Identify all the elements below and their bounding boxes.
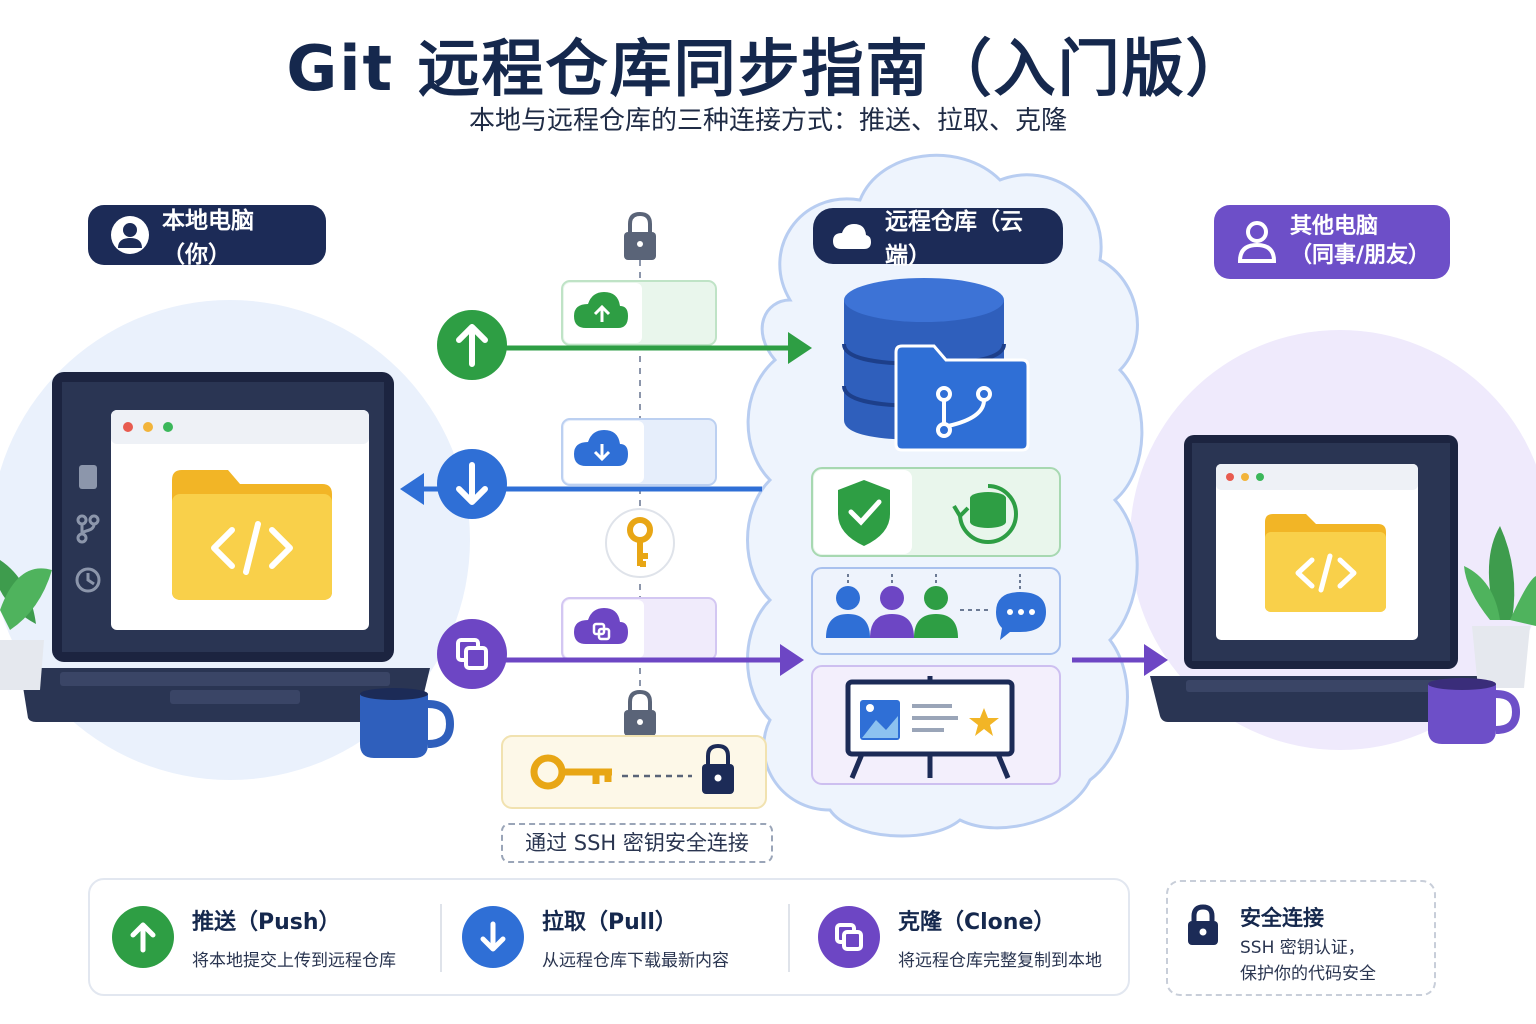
legend-push-title: 推送（Push） [192,909,341,935]
cloud-upload-icon [574,292,628,328]
golden-key-icon [530,754,612,790]
database-sync-icon [952,484,1018,544]
arrow-down-icon [462,906,524,968]
pull-row [400,418,762,519]
ssh-key-box [501,735,767,809]
legend-push-desc: 将本地提交上传到远程仓库 [192,950,396,971]
other-computer-label: 其他电脑 （同事/朋友） [1214,205,1450,279]
legend-clone-desc: 将远程仓库完整复制到本地 [898,950,1102,971]
page-subtitle: 本地与远程仓库的三种连接方式：推送、拉取、克隆 [468,106,1067,136]
key-icon [605,508,675,578]
plant-right-icon [1464,526,1536,688]
git-database-icon [842,278,1030,452]
users-icon [826,586,958,638]
legend-divider [440,904,442,972]
cloud-icon [833,224,871,249]
presentation-board-icon [845,676,1015,779]
chat-bubble-icon [996,592,1046,640]
presentation-panel [811,665,1061,785]
user-avatar-icon [111,216,149,254]
padlock-icon [702,743,734,794]
ssh-caption: 通过 SSH 密钥安全连接 [501,823,773,863]
legend-pull-desc: 从远程仓库下载最新内容 [542,950,729,971]
remote-repo-text: 远程仓库（云端） [885,209,1023,269]
push-row [437,280,812,380]
other-computer-text-wrap: 其他电脑 （同事/朋友） [1290,213,1431,270]
cloud-download-icon [574,430,628,466]
cloud-clone-icon [574,608,628,644]
local-computer-label: 本地电脑（你） [88,205,326,268]
user-outline-icon [1237,221,1277,263]
security-note-title: 安全连接 [1240,906,1324,930]
team-panel [811,567,1061,655]
security-panel [811,467,1061,557]
mug-right-icon [1428,678,1521,744]
lock-top-icon [624,211,656,260]
legend-clone-title: 克隆（Clone） [898,909,1056,935]
mug-left-icon [360,688,455,758]
other-laptop-icon [1150,435,1490,722]
local-laptop-icon [20,372,430,722]
security-note-desc-line2: 保护你的代码安全 [1240,963,1376,984]
other-computer-text-line2: （同事/朋友） [1290,243,1431,268]
legend-panel: 推送（Push） 将本地提交上传到远程仓库 拉取（Pull） 从远程仓库下载最新… [88,878,1130,996]
lock-bottom-icon [624,689,656,736]
clone-row [437,597,1168,689]
security-note-desc-line1: SSH 密钥认证， [1240,938,1365,958]
lock-icon [1188,904,1218,945]
arrow-up-icon [112,906,174,968]
legend-pull-title: 拉取（Pull） [542,909,677,935]
shield-check-icon [838,480,890,546]
clone-icon [818,906,880,968]
security-note-panel: 安全连接 SSH 密钥认证， 保护你的代码安全 [1166,880,1436,996]
plant-left-icon [0,560,52,690]
remote-repo-label: 远程仓库（云端） [813,208,1063,269]
legend-item-pull: 拉取（Pull） 从远程仓库下载最新内容 [462,880,729,994]
page-title: Git 远程仓库同步指南（入门版） [286,32,1250,105]
local-computer-text: 本地电脑（你） [162,208,254,268]
legend-item-push: 推送（Push） 将本地提交上传到远程仓库 [112,880,396,994]
security-note-desc: SSH 密钥认证， 保护你的代码安全 [1240,936,1430,987]
other-computer-text-line1: 其他电脑 [1290,214,1379,240]
legend-item-clone: 克隆（Clone） 将远程仓库完整复制到本地 [818,880,1102,994]
legend-divider [788,904,790,972]
